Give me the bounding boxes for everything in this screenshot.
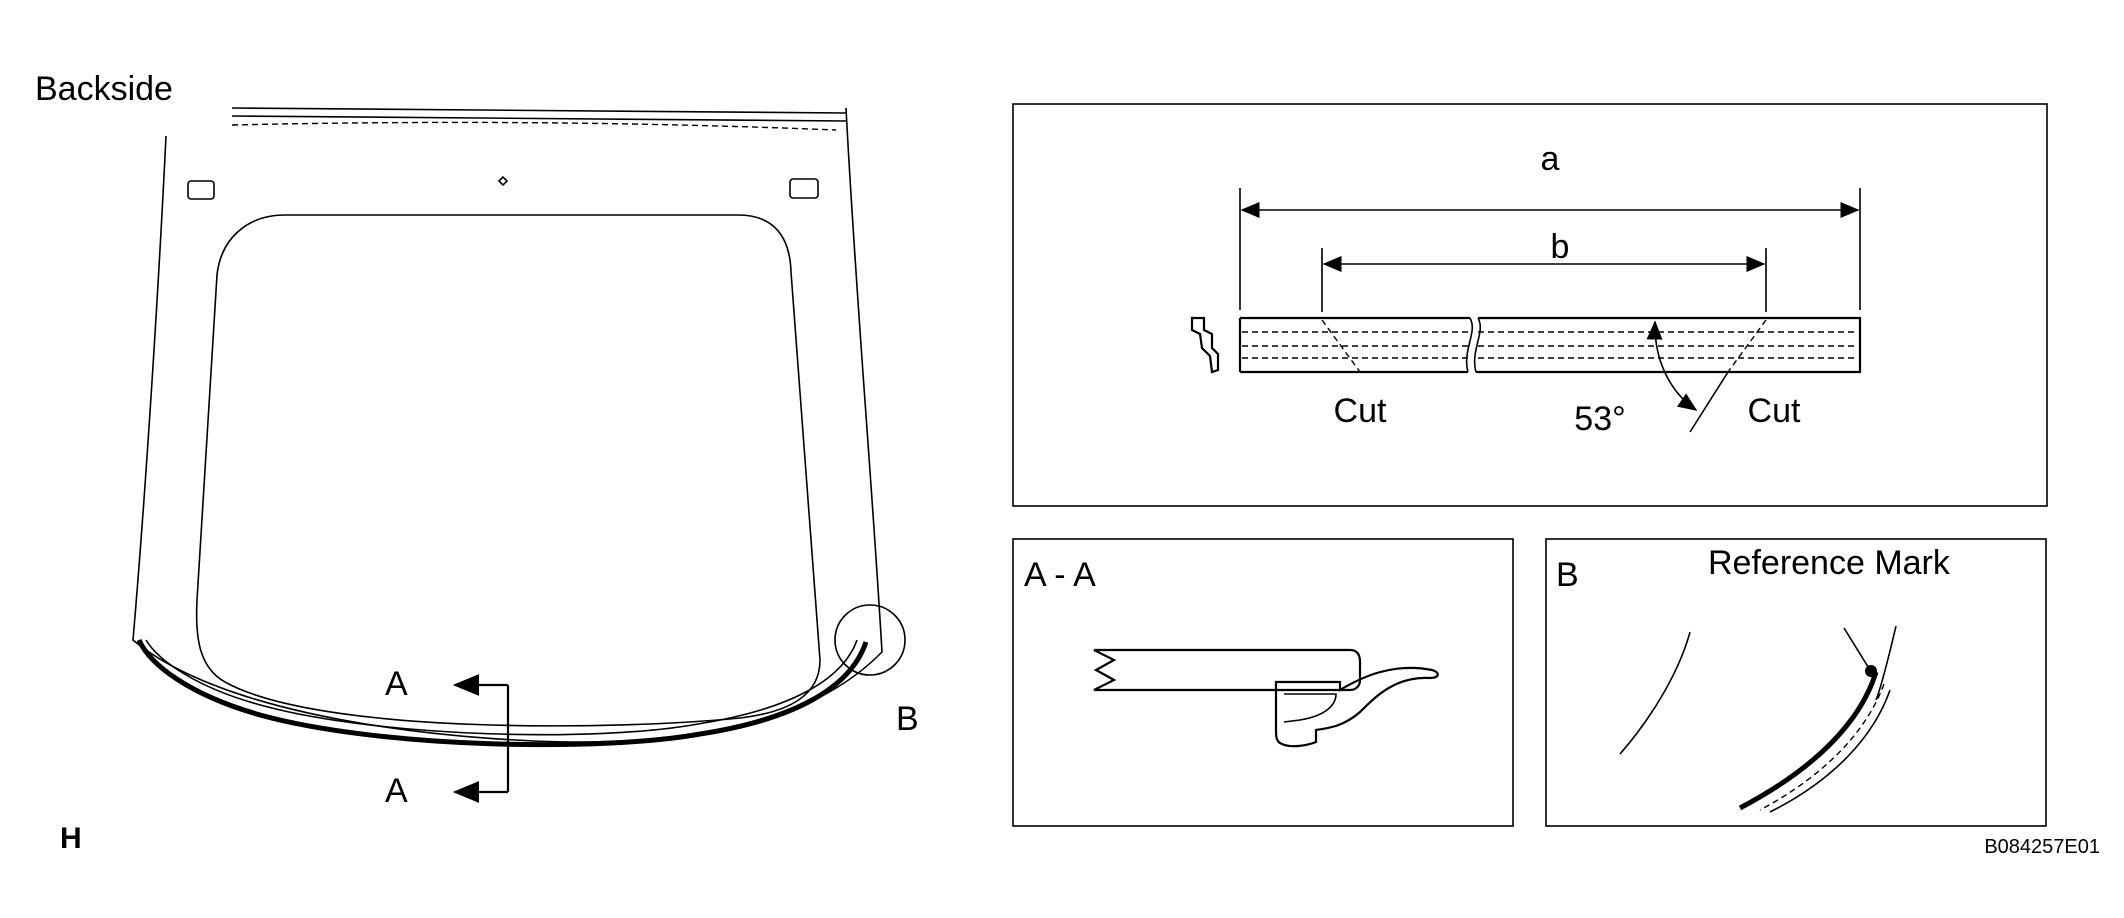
section-panel: A - A [1012,538,1514,827]
profile-symbol [1190,316,1220,374]
section-molding-inner [1283,693,1337,723]
dim-b-label: b [1551,228,1570,266]
strip-right-part [1476,316,1862,374]
cut-label-right: Cut [1748,392,1801,430]
view-code: H [60,822,82,855]
detail-molding-outer [1769,689,1891,813]
bottom-molding-inner [145,639,858,736]
detail-label: B [896,700,919,738]
reference-leader [1843,627,1871,671]
reference-mark-dot [1865,665,1877,677]
detail-glass-edge-left [1619,631,1691,755]
detail-glass-edge-right [1875,625,1897,701]
main-view: Backside A A B H [35,70,919,855]
angle-arc [1646,320,1698,411]
detail-panel-title: B [1556,556,1579,594]
section-label-bottom: A [385,772,408,810]
reference-mark-caption: Reference Mark [1708,544,1951,582]
glass-top-edge-inner [231,115,847,122]
strip-left-part [1238,316,1470,374]
clip-right [789,178,819,199]
detail-circle [834,604,906,676]
strip-break [1465,317,1482,373]
glass-top-dashed [231,121,837,131]
section-molding [1274,666,1439,748]
cut-line-right [1727,319,1767,373]
section-panel-frame [1012,538,1514,827]
dimension-panel-frame [1012,103,2048,507]
glass-opening [195,214,821,727]
section-panel-title: A - A [1024,556,1096,594]
glass-top-edge [231,107,847,114]
clip-left [187,180,215,200]
glass-outline [132,107,883,743]
dim-a-label: a [1541,140,1560,178]
detail-molding-inner [1759,683,1885,811]
section-label-top: A [385,665,408,703]
detail-panel: B Reference Mark [1545,538,2047,827]
cut-line-left [1321,319,1361,373]
figure-id: B084257E01 [1984,836,2100,858]
angle-label: 53° [1574,400,1625,438]
section-glass [1093,648,1362,692]
cut-line-right-extension [1689,371,1729,433]
detail-panel-frame [1545,538,2047,827]
dimension-panel: a b Cut Cut 53° [1012,103,2048,507]
bottom-molding [136,638,869,748]
detail-molding [1738,671,1879,811]
center-mark [497,175,509,187]
backside-label: Backside [35,70,173,108]
cut-label-left: Cut [1334,392,1387,430]
